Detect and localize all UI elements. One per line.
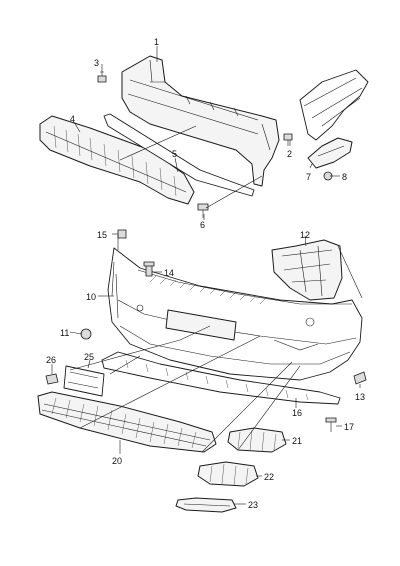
spoiler-strip [103,113,255,197]
lower-spoiler [101,351,341,405]
lower-grille [37,391,217,453]
license-plate-bracket [63,365,105,397]
callout-labels: 1 2 3 4 5 6 7 8 10 11 12 13 14 15 16 17 … [46,37,365,510]
trim-strip-23 [175,497,237,513]
callout-8: 8 [342,172,347,182]
callout-leaders [51,46,361,505]
clip-26 [45,373,59,385]
callout-14: 14 [164,268,174,278]
side-bracket-small [307,137,353,169]
callout-11: 11 [60,328,69,338]
callout-26: 26 [46,355,56,365]
callout-17: 17 [344,422,354,432]
insert-21 [227,427,287,453]
reinforcement-beam [121,55,280,187]
callout-5: 5 [172,149,177,159]
callout-1: 1 [154,37,159,47]
screw-6 [197,203,209,218]
callout-25: 25 [84,352,94,362]
bolt-3 [97,70,107,83]
screw-17 [325,417,337,432]
callout-22: 22 [264,472,274,482]
callout-20: 20 [112,456,122,466]
callout-7: 7 [306,172,311,182]
callout-15: 15 [97,230,107,240]
bumper-cover [107,247,363,381]
energy-absorber [39,115,195,205]
callout-13: 13 [355,392,365,402]
bolt-2 [283,133,293,146]
assembly-lines [69,125,363,453]
bolt-14 [143,261,155,277]
insert-22 [197,461,259,487]
clip-13 [353,371,367,385]
callout-16: 16 [292,408,302,418]
callout-10: 10 [86,292,96,302]
callout-12: 12 [300,230,310,240]
fender-edge [299,69,369,141]
callout-2: 2 [287,149,292,159]
callout-4: 4 [70,114,75,124]
callout-21: 21 [292,436,302,446]
side-guide-bracket [271,239,343,301]
cap-11 [80,328,92,340]
callout-23: 23 [248,500,258,510]
callout-3: 3 [94,58,99,68]
clip-15 [117,229,127,239]
callout-6: 6 [200,220,205,230]
